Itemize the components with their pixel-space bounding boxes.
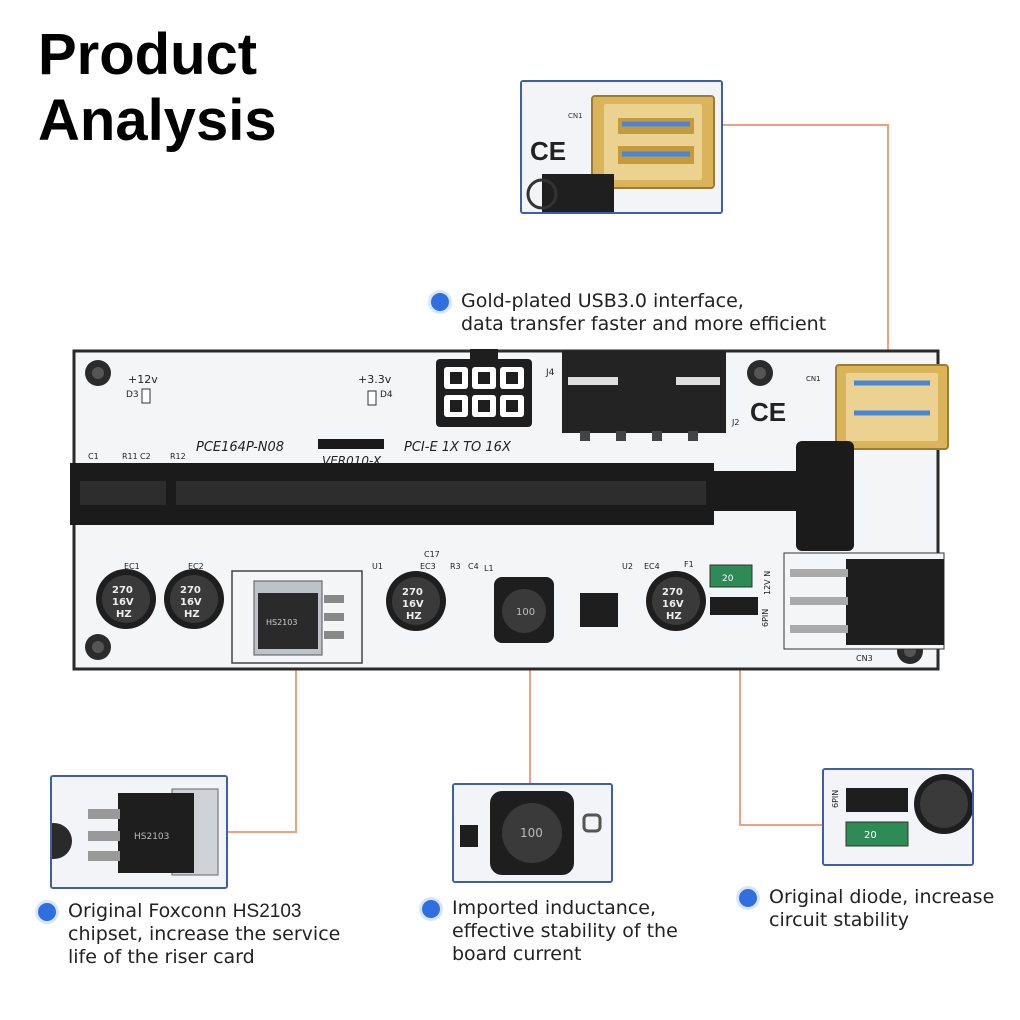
capacitor-ec4: EC4 bbox=[644, 562, 706, 631]
board-c1-label: C1 bbox=[88, 452, 99, 461]
board-c17-label: C17 bbox=[424, 550, 440, 559]
caption-diode-line-1: Original diode, increase bbox=[769, 886, 995, 908]
board-r11-label: R11 bbox=[122, 452, 138, 461]
caption-chipset-model: HS2103 bbox=[232, 901, 302, 922]
molex-connector bbox=[562, 351, 726, 433]
svg-text:EC2: EC2 bbox=[188, 562, 204, 571]
cap-text-3: HZ bbox=[666, 611, 682, 622]
inset-fuse-text: 20 bbox=[864, 830, 877, 841]
caption-diode: Original diode, increase circuit stabili… bbox=[739, 886, 995, 932]
inset-cn1-label: CN1 bbox=[568, 112, 583, 120]
caption-usb-line-2: data transfer faster and more efficient bbox=[461, 313, 827, 335]
board-12v-label: +12v bbox=[128, 373, 158, 386]
caption-inductance: Imported inductance, effective stability… bbox=[422, 897, 678, 966]
caption-chipset-prefix: Original Foxconn bbox=[68, 900, 233, 922]
board-pcie-label: PCI-E 1X TO 16X bbox=[404, 440, 512, 455]
caption-chipset-line-1: Original Foxconn HS2103 bbox=[68, 900, 340, 923]
cap-text-2: 16V bbox=[662, 599, 684, 610]
caption-inductance-line-3: board current bbox=[452, 943, 582, 965]
riser-board: +12v D3 +3.3v D4 J4 J2 CE CN1 PCE164P-N0… bbox=[70, 345, 950, 680]
inset-inductor: 100 bbox=[452, 783, 613, 883]
bullet-dot-icon bbox=[422, 900, 440, 918]
cap-text-2: 16V bbox=[180, 597, 202, 608]
caption-inductance-line-2: effective stability of the bbox=[452, 920, 678, 942]
board-12vn-label: 12V N bbox=[763, 571, 772, 595]
board-r3-label: R3 bbox=[450, 562, 461, 571]
board-cn3-label: CN3 bbox=[856, 654, 873, 663]
leader-chipset bbox=[227, 615, 297, 833]
inset-6pin-label: 6PIN bbox=[831, 790, 840, 808]
title-line-1: Product bbox=[38, 22, 258, 87]
board-c4-label: C4 bbox=[468, 562, 479, 571]
capacitor-ec3: EC3 bbox=[386, 562, 446, 631]
board-model-label: PCE164P-N08 bbox=[196, 440, 284, 455]
svg-text:EC1: EC1 bbox=[124, 562, 140, 571]
chip-text: HS2103 bbox=[266, 618, 297, 627]
capacitor-ec1: EC1 bbox=[96, 562, 156, 629]
fuse bbox=[709, 564, 753, 588]
board-d4-label: D4 bbox=[380, 390, 393, 400]
caption-chipset-line-2: chipset, increase the service bbox=[68, 923, 341, 945]
cap-text-1: 270 bbox=[662, 587, 683, 598]
board-cn1-label: CN1 bbox=[806, 375, 821, 383]
caption-usb-line-1: Gold-plated USB3.0 interface, bbox=[461, 290, 744, 312]
caption-usb: Gold-plated USB3.0 interface, data trans… bbox=[431, 290, 827, 336]
leader-usb bbox=[722, 124, 889, 403]
cap-text-1: 270 bbox=[402, 587, 423, 598]
inset-chip-text: HS2103 bbox=[134, 832, 169, 842]
ic-u2 bbox=[580, 593, 618, 627]
diode bbox=[710, 597, 758, 615]
board-l1-label: L1 bbox=[484, 564, 494, 573]
svg-text:CE: CE bbox=[530, 136, 566, 166]
board-j4-label: J4 bbox=[545, 368, 555, 378]
cap-text-3: HZ bbox=[184, 609, 200, 620]
caption-diode-line-2: circuit stability bbox=[769, 909, 909, 931]
board-33v-label: +3.3v bbox=[358, 373, 392, 386]
bullet-dot-icon bbox=[38, 903, 56, 921]
page-title: Product Analysis bbox=[38, 22, 277, 154]
title-line-2: Analysis bbox=[38, 88, 277, 153]
board-u1-label: U1 bbox=[372, 562, 383, 571]
cap-text-1: 270 bbox=[180, 585, 201, 596]
cap-text-1: 270 bbox=[112, 585, 133, 596]
board-r12-label: R12 bbox=[170, 452, 186, 461]
fuse-text: 20 bbox=[722, 574, 734, 584]
bullet-dot-icon bbox=[431, 293, 449, 311]
bullet-dot-icon bbox=[739, 889, 757, 907]
cap-text-2: 16V bbox=[402, 599, 424, 610]
hs2103-chip-outline bbox=[231, 570, 363, 664]
cap-text-3: HZ bbox=[406, 611, 422, 622]
inset-chipset: HS2103 bbox=[50, 775, 228, 889]
inset-diode: 6PIN 20 bbox=[822, 768, 974, 866]
board-6pin-label: 6PIN bbox=[761, 609, 770, 627]
cap-text-3: HZ bbox=[116, 609, 132, 620]
capacitor-ec2: EC2 bbox=[164, 562, 224, 629]
caption-inductance-line-1: Imported inductance, bbox=[452, 897, 657, 919]
svg-text:CE: CE bbox=[750, 397, 786, 427]
inductor-text: 100 bbox=[516, 607, 535, 618]
inset-usb-connector: CN1 CE bbox=[520, 80, 723, 214]
board-c2-label: C2 bbox=[140, 452, 151, 461]
caption-chipset-line-3: life of the riser card bbox=[68, 946, 255, 968]
board-d3-label: D3 bbox=[126, 390, 139, 400]
svg-text:EC3: EC3 bbox=[420, 562, 436, 571]
inset-inductor-text: 100 bbox=[520, 826, 543, 840]
caption-chipset: Original Foxconn HS2103 chipset, increas… bbox=[38, 900, 341, 969]
board-u2-label: U2 bbox=[622, 562, 633, 571]
cap-text-2: 16V bbox=[112, 597, 134, 608]
svg-text:EC4: EC4 bbox=[644, 562, 660, 571]
board-f1-label: F1 bbox=[684, 560, 694, 569]
board-j2-label: J2 bbox=[731, 418, 739, 427]
